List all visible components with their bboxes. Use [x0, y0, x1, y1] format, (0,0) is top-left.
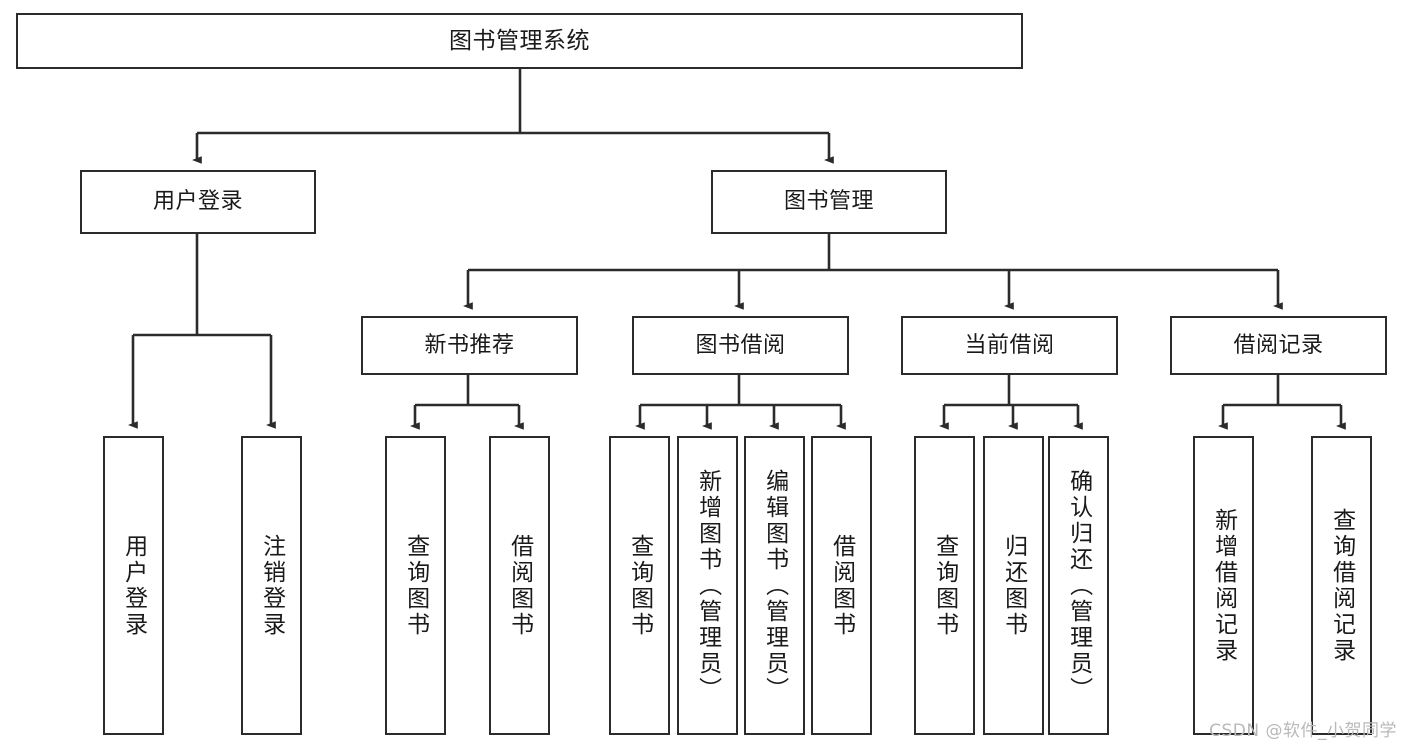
node-borrow-record[interactable]: 借阅记录 — [1170, 316, 1387, 375]
node-leaf-return-book[interactable]: 归还图书 — [983, 436, 1044, 735]
node-label: 借阅图书 — [506, 533, 533, 638]
node-current-borrow[interactable]: 当前借阅 — [901, 316, 1118, 375]
node-leaf-add-book[interactable]: 新增图书（管理员） — [677, 436, 738, 735]
node-label: 新书推荐 — [424, 332, 515, 358]
node-label: 归还图书 — [1000, 533, 1027, 638]
node-leaf-user-login[interactable]: 用户登录 — [103, 436, 164, 735]
node-leaf-edit-book[interactable]: 编辑图书（管理员） — [744, 436, 805, 735]
node-leaf-query-book-1[interactable]: 查询图书 — [385, 436, 446, 735]
node-leaf-query-book-2[interactable]: 查询图书 — [609, 436, 670, 735]
node-user-login[interactable]: 用户登录 — [80, 170, 316, 234]
node-label: 当前借阅 — [964, 332, 1055, 358]
node-label: 图书管理 — [783, 189, 874, 215]
node-label: 图书借阅 — [695, 332, 786, 358]
node-label: 用户登录 — [152, 189, 243, 215]
node-label: 新增借阅记录 — [1210, 507, 1237, 664]
node-label: 注销登录 — [258, 533, 285, 638]
node-label: 用户登录 — [120, 533, 147, 638]
csdn-watermark: CSDN @软件_小贺同学 — [1209, 721, 1397, 741]
node-label: 查询图书 — [626, 533, 653, 638]
node-label: 查询借阅记录 — [1328, 507, 1355, 664]
node-leaf-borrow-book-1[interactable]: 借阅图书 — [489, 436, 550, 735]
node-book-borrow[interactable]: 图书借阅 — [632, 316, 849, 375]
node-label: 确认归还（管理员） — [1065, 468, 1092, 703]
node-leaf-confirm-return[interactable]: 确认归还（管理员） — [1048, 436, 1109, 735]
node-root-system[interactable]: 图书管理系统 — [16, 13, 1023, 69]
node-label: 查询图书 — [931, 533, 958, 638]
node-label: 新增图书（管理员） — [694, 468, 721, 703]
node-label: 编辑图书（管理员） — [761, 468, 788, 703]
node-label: 图书管理系统 — [449, 27, 590, 54]
node-leaf-query-record[interactable]: 查询借阅记录 — [1311, 436, 1372, 735]
node-new-book-recommend[interactable]: 新书推荐 — [361, 316, 578, 375]
node-book-manage[interactable]: 图书管理 — [711, 170, 947, 234]
node-leaf-logout[interactable]: 注销登录 — [241, 436, 302, 735]
node-leaf-query-book-3[interactable]: 查询图书 — [914, 436, 975, 735]
node-label: 查询图书 — [402, 533, 429, 638]
node-leaf-borrow-book-2[interactable]: 借阅图书 — [811, 436, 872, 735]
node-label: 借阅图书 — [828, 533, 855, 638]
node-leaf-add-record[interactable]: 新增借阅记录 — [1193, 436, 1254, 735]
node-label: 借阅记录 — [1233, 332, 1324, 358]
